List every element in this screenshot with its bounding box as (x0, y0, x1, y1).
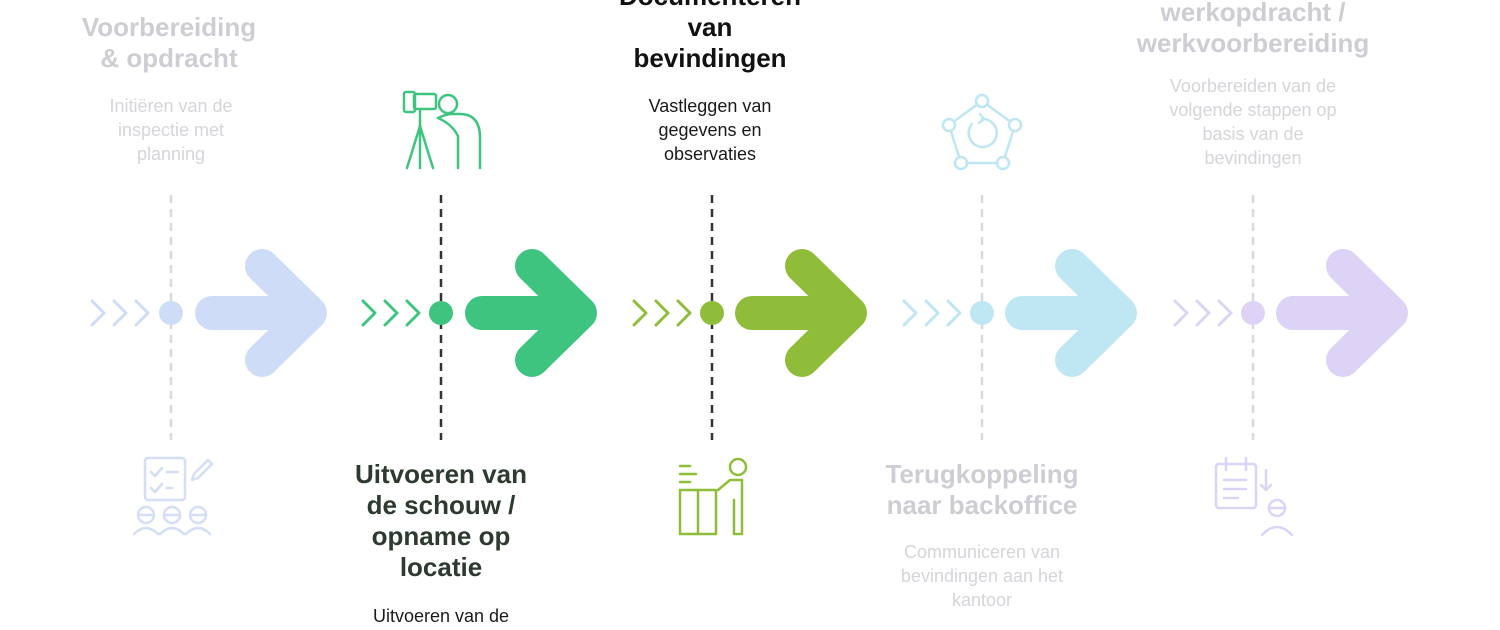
person-at-desk-icon (678, 457, 748, 536)
step-1-big-arrow (195, 249, 327, 377)
step-2-description: Uitvoeren van de (372, 606, 510, 626)
network-refresh-icon (941, 93, 1023, 171)
step-2-timeline-dot (429, 301, 453, 325)
calendar-person-icon (1214, 456, 1294, 537)
telescope-person-icon (402, 90, 482, 170)
step-1-title: Voorbereiding& opdracht (81, 12, 257, 73)
step-5-big-arrow (1276, 249, 1408, 377)
step-3-big-arrow (735, 249, 867, 377)
step-5-graphics (1173, 195, 1408, 537)
step-3-timeline-dot (700, 301, 724, 325)
step-3-title: Documenterenvanbevindingen (619, 0, 801, 73)
step-4-big-arrow (1005, 249, 1137, 377)
step-1-graphics (90, 195, 327, 536)
step-2-graphics (361, 90, 597, 440)
step-2-big-arrow (465, 249, 597, 377)
step-2-chevrons (361, 299, 421, 327)
step-5-timeline-dot (1241, 301, 1265, 325)
checklist-team-icon (132, 456, 214, 536)
step-4-timeline-dot (970, 301, 994, 325)
step-1-timeline-dot (159, 301, 183, 325)
step-4-graphics (902, 93, 1137, 440)
step-5-chevrons (1173, 299, 1233, 327)
step-4-chevrons (902, 299, 962, 327)
step-3-chevrons (632, 299, 692, 327)
step-3-graphics (632, 195, 867, 536)
step-5-title: werkopdracht /werkvoorbereiding (1136, 0, 1370, 58)
step-1-chevrons (90, 299, 150, 327)
